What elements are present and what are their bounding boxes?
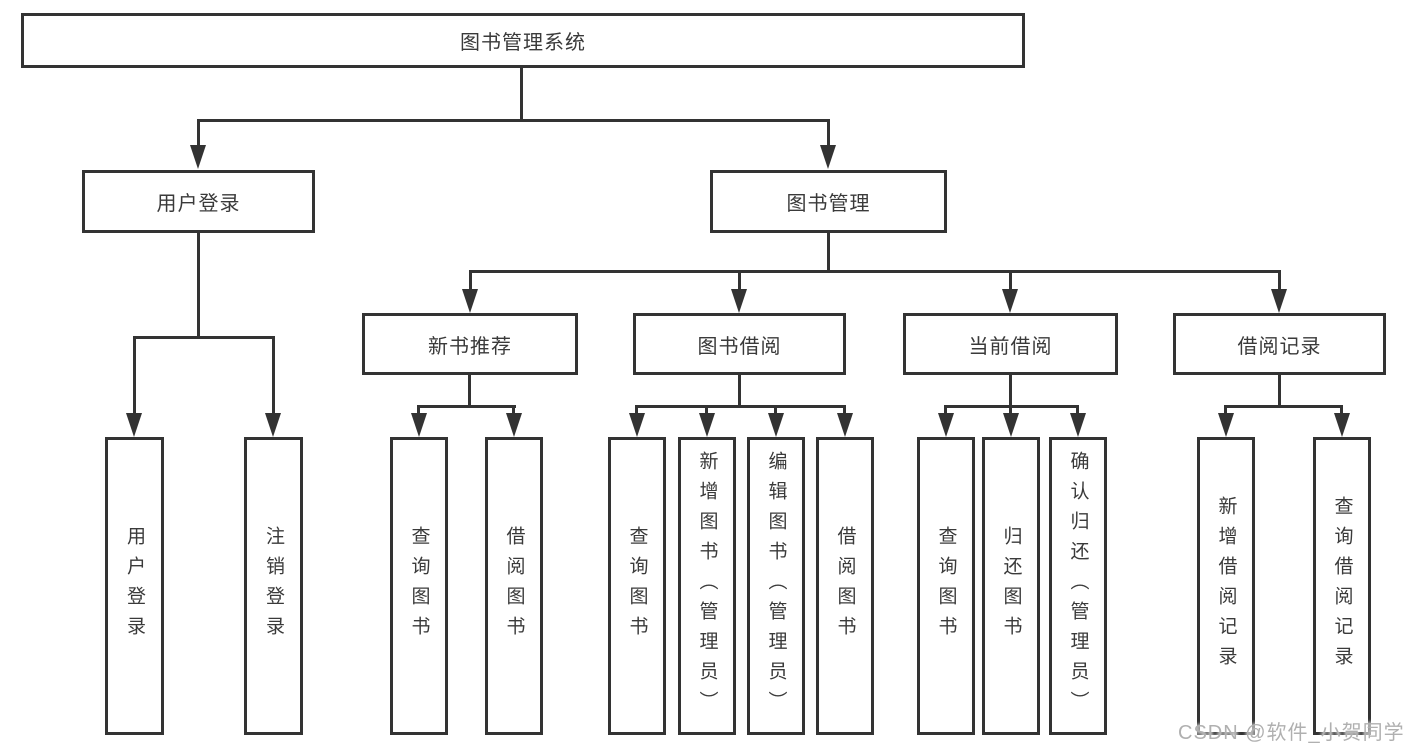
arrow-down-icon xyxy=(1002,289,1018,313)
connector-line xyxy=(520,67,523,121)
connector-line xyxy=(469,270,472,292)
connector-line xyxy=(1009,375,1012,407)
arrow-down-icon xyxy=(1070,413,1086,437)
connector-line xyxy=(197,119,200,149)
arrow-down-icon xyxy=(1334,413,1350,437)
connector-line xyxy=(197,233,200,338)
connector-line xyxy=(133,336,275,339)
leaf-user-login: 用户登录 xyxy=(105,437,164,735)
arrow-down-icon xyxy=(820,145,836,169)
connector-line xyxy=(635,405,638,419)
arrow-down-icon xyxy=(837,413,853,437)
arrow-down-icon xyxy=(462,289,478,313)
node-borrow-records: 借阅记录 xyxy=(1173,313,1386,375)
connector-line xyxy=(827,233,830,273)
leaf-confirm-return-admin: 确认归还（管理员） xyxy=(1049,437,1107,735)
connector-line xyxy=(1009,405,1012,419)
connector-line xyxy=(827,119,830,149)
arrow-down-icon xyxy=(506,413,522,437)
connector-line xyxy=(1224,405,1227,419)
connector-line xyxy=(774,405,777,419)
arrow-down-icon xyxy=(190,145,206,169)
connector-line xyxy=(469,270,1281,273)
connector-line xyxy=(133,336,136,416)
node-library-system: 图书管理系统 xyxy=(21,13,1025,68)
arrow-down-icon xyxy=(699,413,715,437)
arrow-down-icon xyxy=(1218,413,1234,437)
connector-line xyxy=(1224,405,1343,408)
connector-line xyxy=(512,405,515,419)
arrow-down-icon xyxy=(1271,289,1287,313)
arrow-down-icon xyxy=(265,413,281,437)
connector-line xyxy=(417,405,516,408)
connector-line xyxy=(635,405,846,408)
connector-line xyxy=(944,405,947,419)
connector-line xyxy=(272,336,275,416)
leaf-return-books: 归还图书 xyxy=(982,437,1040,735)
connector-line xyxy=(197,119,830,122)
node-book-management: 图书管理 xyxy=(710,170,947,233)
leaf-edit-books-admin: 编辑图书（管理员） xyxy=(747,437,805,735)
node-new-book-recommend: 新书推荐 xyxy=(362,313,578,375)
connector-line xyxy=(1278,375,1281,407)
connector-line xyxy=(468,375,471,407)
node-book-borrow: 图书借阅 xyxy=(633,313,846,375)
connector-line xyxy=(1076,405,1079,419)
connector-line xyxy=(738,375,741,407)
arrow-down-icon xyxy=(731,289,747,313)
connector-line xyxy=(843,405,846,419)
arrow-down-icon xyxy=(768,413,784,437)
connector-line xyxy=(1340,405,1343,419)
leaf-query-books-2: 查询图书 xyxy=(608,437,666,735)
connector-line xyxy=(417,405,420,419)
csdn-watermark: CSDN @软件_小贺同学 xyxy=(1178,722,1405,744)
leaf-query-books-3: 查询图书 xyxy=(917,437,975,735)
node-current-borrow: 当前借阅 xyxy=(903,313,1118,375)
leaf-query-books-1: 查询图书 xyxy=(390,437,448,735)
arrow-down-icon xyxy=(629,413,645,437)
arrow-down-icon xyxy=(938,413,954,437)
leaf-add-borrow-record: 新增借阅记录 xyxy=(1197,437,1255,735)
arrow-down-icon xyxy=(1003,413,1019,437)
leaf-add-books-admin: 新增图书（管理员） xyxy=(678,437,736,735)
leaf-logout: 注销登录 xyxy=(244,437,303,735)
arrow-down-icon xyxy=(411,413,427,437)
connector-line xyxy=(1009,270,1012,292)
leaf-borrow-books-2: 借阅图书 xyxy=(816,437,874,735)
connector-line xyxy=(705,405,708,419)
leaf-borrow-books-1: 借阅图书 xyxy=(485,437,543,735)
leaf-query-borrow-record: 查询借阅记录 xyxy=(1313,437,1371,735)
arrow-down-icon xyxy=(126,413,142,437)
node-user-login: 用户登录 xyxy=(82,170,315,233)
connector-line xyxy=(738,270,741,292)
connector-line xyxy=(1278,270,1281,292)
